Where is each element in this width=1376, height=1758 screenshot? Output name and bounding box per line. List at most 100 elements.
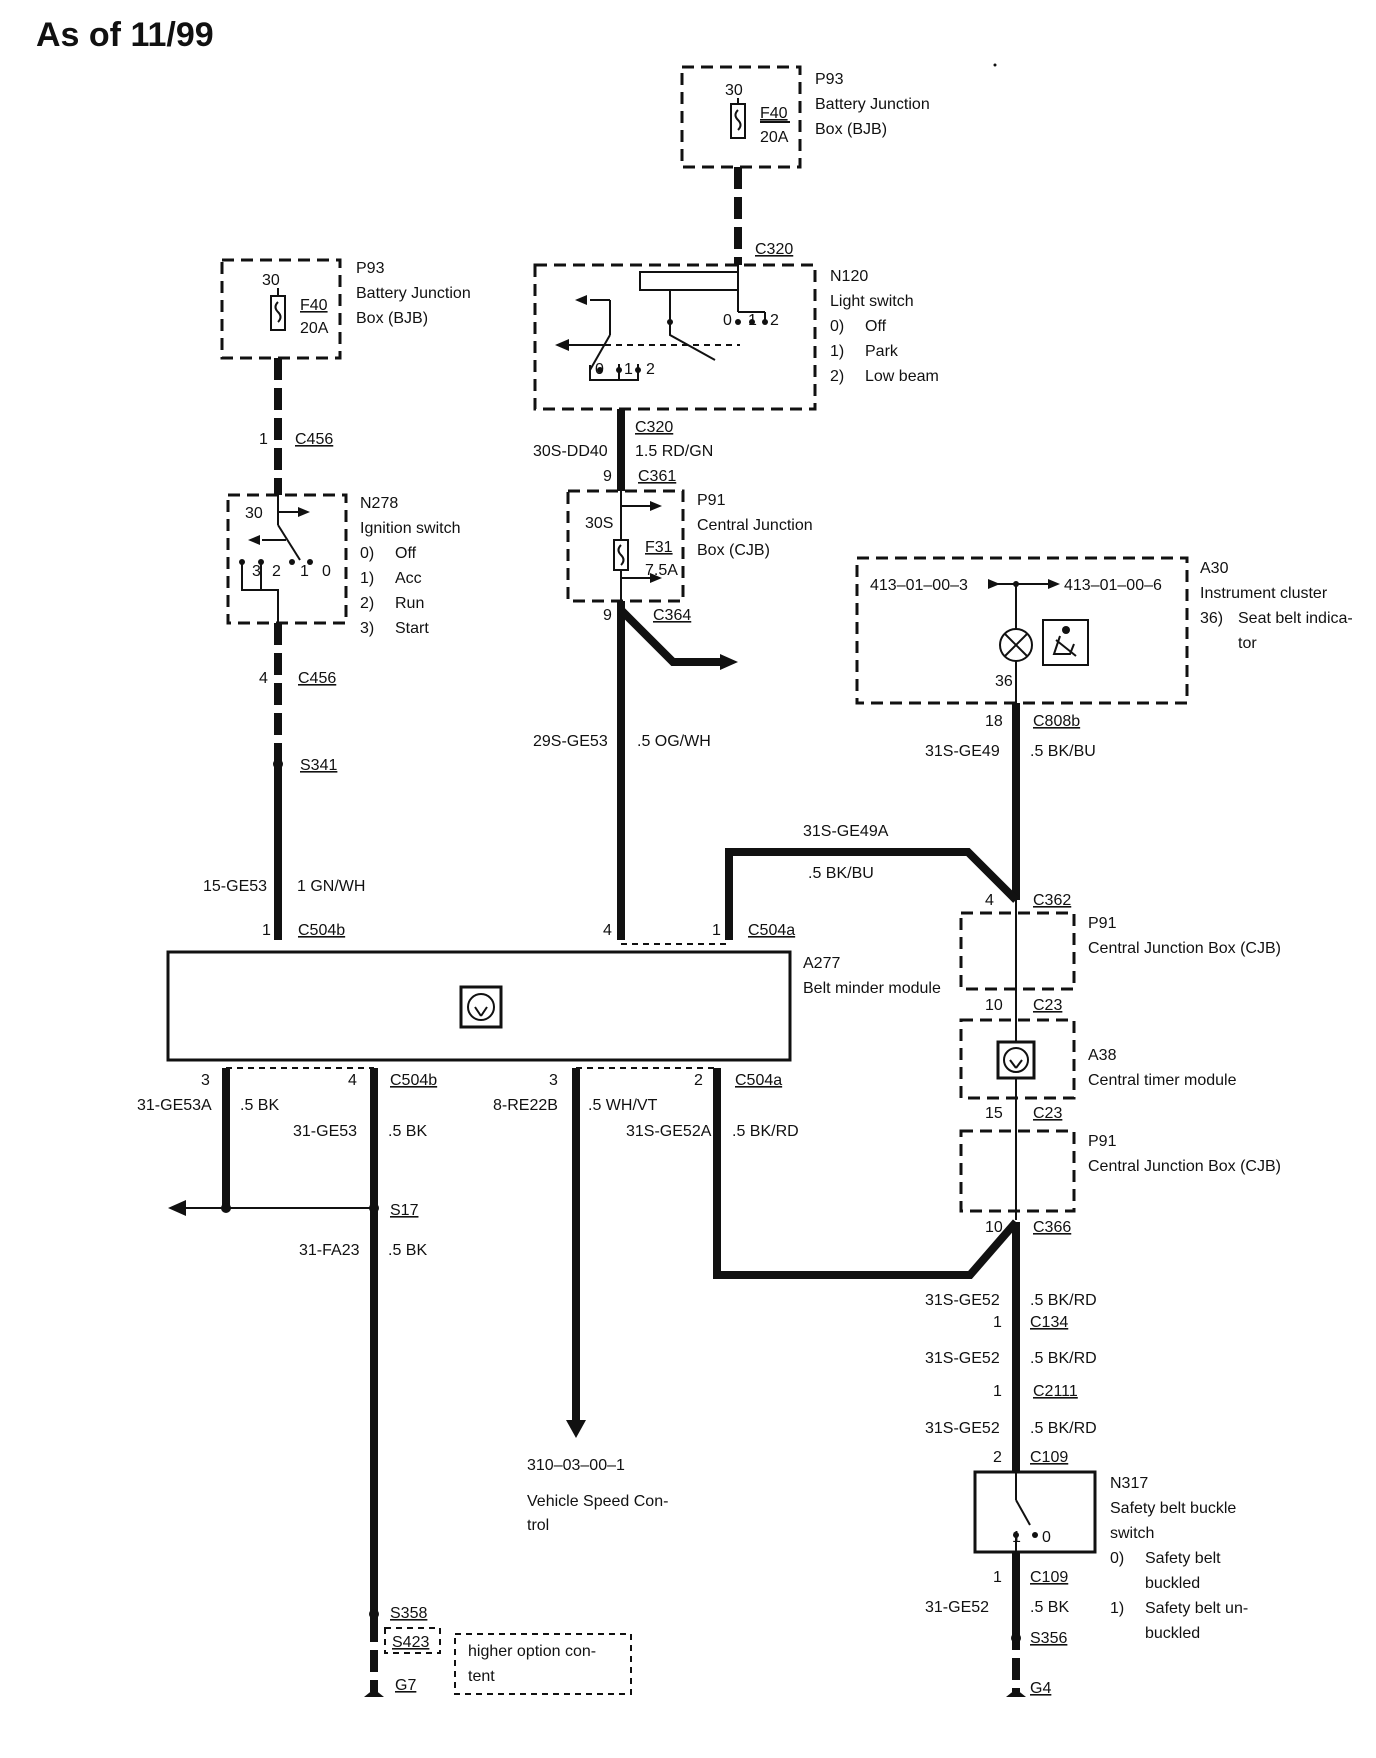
switch-pos: 1	[300, 563, 309, 580]
wire-31s-ge52a	[713, 1072, 1020, 1279]
switch-pos: 0	[1042, 1529, 1051, 1546]
state-num: 2)	[830, 368, 844, 385]
arrow-icon	[720, 654, 738, 670]
component-name: Light switch	[830, 293, 914, 310]
pin-number: 4	[348, 1072, 357, 1089]
arrow-icon	[168, 1200, 186, 1216]
component-id: N317	[1110, 1475, 1148, 1492]
arrow-down-icon	[566, 1420, 586, 1438]
connector-label: C456	[298, 670, 336, 687]
wire-spec: .5 BK	[1030, 1599, 1069, 1616]
pin-number: 9	[603, 607, 612, 624]
splice-icon	[1011, 1633, 1021, 1643]
fuse-icon	[270, 295, 286, 331]
component-name: Central timer module	[1088, 1072, 1237, 1089]
component-id: P93	[356, 260, 385, 277]
a38-central-timer-module: A38 Central timer module	[959, 1018, 1237, 1100]
component-name: Box (CJB)	[697, 542, 770, 559]
connector-label: C504a	[735, 1072, 782, 1089]
pin-number: 15	[985, 1105, 1003, 1122]
arrow-icon	[555, 339, 569, 351]
p93-right-battery-junction-box: 30 F40 20A P93 Battery Junction Box (BJB…	[680, 65, 930, 169]
a277-belt-minder-module: A277 Belt minder module	[166, 950, 941, 1062]
splice-icon	[369, 1609, 379, 1619]
component-id: P91	[697, 492, 726, 509]
fuse-label: F31	[645, 539, 673, 556]
connector-label: C2111	[1033, 1383, 1078, 1400]
wire-31s-ge49a	[725, 848, 1019, 940]
wire-code: 31-GE53	[293, 1123, 357, 1140]
p93-left-battery-junction-box: 30 F40 20A P93 Battery Junction Box (BJB…	[220, 258, 471, 360]
p91-mid-central-junction-box: P91 Central Junction Box (CJB)	[959, 900, 1281, 1020]
ref-label: 413–01–00–3	[870, 577, 968, 594]
component-name: Battery Junction	[815, 96, 930, 113]
state-num: 3)	[360, 620, 374, 637]
state-label: Safety belt	[1145, 1550, 1221, 1567]
connector-label: C109	[1030, 1569, 1068, 1586]
wire-code: 31S-GE49	[925, 743, 1000, 760]
pin-number: 2	[993, 1449, 1002, 1466]
wire-code: 31S-GE52	[925, 1292, 1000, 1309]
pin-number: 30	[262, 272, 280, 289]
state-label: Off	[395, 545, 417, 562]
component-name: Central Junction	[697, 517, 813, 534]
state-num: 1)	[1110, 1600, 1124, 1617]
connector-label: C808b	[1033, 713, 1080, 730]
ground-icon	[364, 1689, 384, 1697]
state-label: Run	[395, 595, 424, 612]
n120-light-switch: 0 1 2 0 1 2 N120 Light switch 0) Off 1) …	[533, 263, 939, 411]
fuse-rating: 7.5A	[645, 562, 678, 579]
state-num: 1)	[360, 570, 374, 587]
wire-code: 15-GE53	[203, 878, 267, 895]
pin-number: 9	[603, 468, 612, 485]
splice-label: S341	[300, 757, 337, 774]
wire-spec: .5 BK/RD	[1030, 1420, 1097, 1437]
connector-label: C456	[295, 431, 333, 448]
component-name: Box (BJB)	[815, 121, 887, 138]
higher-option-box	[454, 1633, 632, 1695]
wire-branch	[618, 607, 720, 666]
splice-icon	[221, 1203, 231, 1213]
state-num: 1)	[830, 343, 844, 360]
wire-spec: .5 BK	[388, 1123, 427, 1140]
state-label: Off	[865, 318, 887, 335]
splice-label: S423	[392, 1634, 429, 1651]
component-id: N120	[830, 268, 868, 285]
wire-spec: .5 BK/BU	[808, 865, 874, 882]
connector-label: C23	[1033, 1105, 1062, 1122]
seat-belt-icon	[1042, 619, 1089, 666]
pin-number: 10	[985, 997, 1003, 1014]
state-label: Start	[395, 620, 429, 637]
n317-safety-belt-buckle-switch: 1 0 N317 Safety belt buckle switch 0) Sa…	[973, 1470, 1248, 1642]
switch-pos: 0	[595, 361, 604, 378]
pin-number: 1	[262, 922, 271, 939]
state-label: buckled	[1145, 1575, 1200, 1592]
state-num: 36)	[1200, 610, 1223, 627]
state-label: buckled	[1145, 1625, 1200, 1642]
state-num: 0)	[830, 318, 844, 335]
component-name: Battery Junction	[356, 285, 471, 302]
wire-code: 31S-GE52	[925, 1350, 1000, 1367]
wire-spec: .5 WH/VT	[588, 1097, 658, 1114]
splice-label: S356	[1030, 1630, 1067, 1647]
wire-code: 31S-GE52A	[626, 1123, 712, 1140]
component-name: Belt minder module	[803, 980, 941, 997]
component-id: P91	[1088, 1133, 1117, 1150]
page-title: As of 11/99	[36, 16, 214, 54]
connector-label: C362	[1033, 892, 1071, 909]
splice-icon	[273, 759, 283, 769]
component-id: A30	[1200, 560, 1229, 577]
p93-right-pin: 30	[725, 82, 743, 99]
ref-label: 413–01–00–6	[1064, 577, 1162, 594]
ground-label: G4	[1030, 1680, 1051, 1697]
state-label: Safety belt un-	[1145, 1600, 1248, 1617]
state-label: Acc	[395, 570, 422, 587]
connector-label: C504b	[298, 922, 345, 939]
state-label: tor	[1238, 635, 1257, 652]
pin-number: 30	[245, 505, 263, 522]
wire-spec: 1.5 RD/GN	[635, 443, 713, 460]
pin-number: 4	[259, 670, 268, 687]
component-id: P91	[1088, 915, 1117, 932]
pin-number: 18	[985, 713, 1003, 730]
